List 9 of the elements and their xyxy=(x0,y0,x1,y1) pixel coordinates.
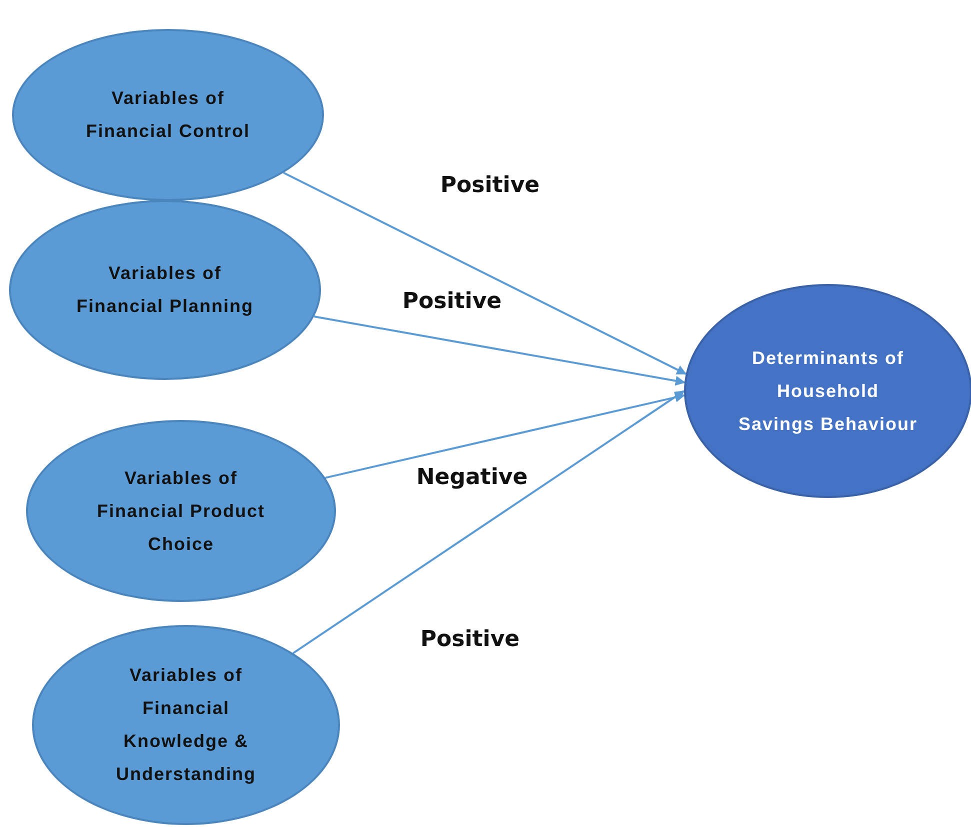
node-text: Determinants of Household Savings Behaviour xyxy=(737,346,919,436)
node-text: Variables of Financial Knowledge & Understanding xyxy=(114,664,257,786)
arrow xyxy=(314,316,686,386)
arrow xyxy=(292,390,685,654)
node-text: Variables of Financial Product Choice xyxy=(96,466,266,556)
node-text: Variables of Financial Control xyxy=(84,87,251,143)
arrow xyxy=(325,392,686,479)
arrow xyxy=(283,172,687,375)
node-text: Variables of Financial Planning xyxy=(75,262,255,318)
